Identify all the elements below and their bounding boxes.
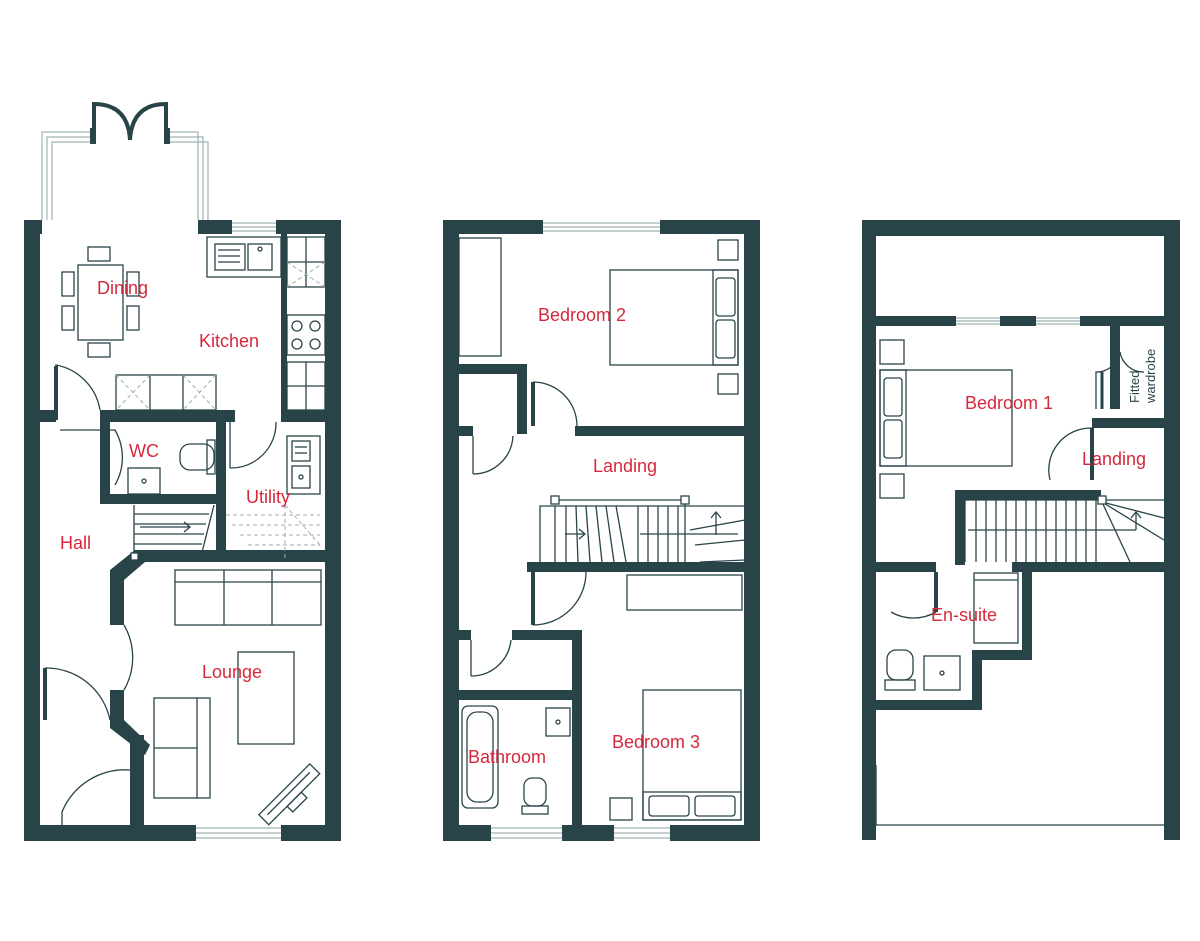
first-wall-left xyxy=(443,220,459,840)
first-wall-bottom-left xyxy=(443,825,491,841)
second-wall-bed1-top-mid xyxy=(1000,316,1036,326)
dining-bay-window xyxy=(41,128,209,220)
ground-floor-plan: Dining Kitchen WC Utility Hall Lounge xyxy=(24,101,341,841)
ground-bottom-window xyxy=(196,827,281,839)
second-wall-top xyxy=(862,220,1180,236)
room-label-utility: Utility xyxy=(246,487,290,507)
room-label-bathroom: Bathroom xyxy=(468,747,546,767)
wall-wardrobe-left xyxy=(1110,326,1120,409)
ground-wall-left xyxy=(24,220,40,840)
bedroom2-furniture xyxy=(458,237,739,395)
first-wall-bottom-mid xyxy=(562,825,614,841)
wall-wardrobe-bottom xyxy=(1092,418,1164,428)
second-wall-right xyxy=(1164,220,1180,840)
room-label-bedroom-1: Bedroom 1 xyxy=(965,393,1053,413)
second-wall-left xyxy=(862,220,876,840)
wall-ensuite-top xyxy=(1012,562,1164,572)
ground-wall-top-right xyxy=(276,220,341,234)
wall-wc-right xyxy=(216,410,226,560)
second-stairs xyxy=(964,495,1165,563)
first-stairs xyxy=(539,495,746,563)
second-windows xyxy=(956,317,1080,325)
first-windows xyxy=(491,222,670,839)
room-label-dining: Dining xyxy=(97,278,148,298)
wall-cupboard-bottom xyxy=(459,426,473,436)
ground-doors xyxy=(43,364,277,825)
kitchen-worktop-divider xyxy=(281,230,287,410)
wall-hall-right xyxy=(130,735,144,840)
wall-wc-left xyxy=(100,410,110,495)
utility-units xyxy=(286,435,321,495)
room-label-bedroom-3: Bedroom 3 xyxy=(612,732,700,752)
room-label-wc: WC xyxy=(129,441,159,461)
wall-wc-bottom xyxy=(100,494,226,504)
wall-bed2-bottom-left xyxy=(459,364,527,374)
ground-wall-top-left xyxy=(24,220,42,234)
bedroom3-furniture xyxy=(609,574,743,821)
first-floor-plan: Bedroom 2 Landing Bathroom Bedroom 3 xyxy=(443,220,760,841)
kitchen-units xyxy=(115,236,326,411)
room-label-lounge: Lounge xyxy=(202,662,262,682)
ground-wall-right xyxy=(325,220,341,840)
fitted-wardrobe-label-line2: wardrobe xyxy=(1143,349,1158,404)
wall-stairs-left xyxy=(955,490,965,565)
bathroom-fixtures xyxy=(461,705,571,815)
room-label-kitchen: Kitchen xyxy=(199,331,259,351)
wall-bath-right xyxy=(572,630,582,825)
first-wall-right xyxy=(744,220,760,840)
wall-lounge-top xyxy=(135,550,335,562)
first-wall-top-left xyxy=(443,220,543,234)
second-doors xyxy=(890,351,1145,619)
wall-bath-top-left xyxy=(459,630,471,640)
ensuite-fixtures xyxy=(884,572,1019,691)
room-label-landing-first: Landing xyxy=(593,456,657,476)
ground-stairs xyxy=(130,504,321,561)
second-floor-plan: Bedroom 1 Landing En-suite Fitted wardro… xyxy=(862,220,1180,840)
bedroom1-furniture xyxy=(879,339,1013,499)
wall-kitchen-bottom xyxy=(100,410,235,422)
first-wall-bottom-right xyxy=(670,825,760,841)
fitted-wardrobe-label-line1: Fitted xyxy=(1127,370,1142,403)
second-wall-bed1-top-right xyxy=(1080,316,1164,326)
kitchen-window xyxy=(232,222,276,232)
wc-fixtures xyxy=(127,439,216,495)
wall-bath-top xyxy=(512,630,582,640)
wall-landing-bottom xyxy=(527,562,744,572)
wall-bath-cupboard xyxy=(459,690,572,700)
wall-lounge-angle xyxy=(110,550,145,625)
room-label-hall: Hall xyxy=(60,533,91,553)
wall-cupboard-right xyxy=(517,364,527,434)
room-label-landing-second: Landing xyxy=(1082,449,1146,469)
wall-hall-top xyxy=(40,410,56,422)
dining-table xyxy=(61,246,140,358)
wall-bed2-bottom xyxy=(575,426,744,436)
room-label-bedroom-2: Bedroom 2 xyxy=(538,305,626,325)
wall-stairs-top xyxy=(955,490,1101,500)
first-doors xyxy=(470,381,587,677)
ground-wall-bottom-left xyxy=(24,825,196,841)
second-wall-left-low xyxy=(862,765,876,840)
french-doors xyxy=(92,101,168,141)
room-label-ensuite: En-suite xyxy=(931,605,997,625)
first-wall-top-right xyxy=(660,220,760,234)
wall-kitchen-utility xyxy=(281,410,325,422)
second-wall-bed1-top-left xyxy=(876,316,956,326)
ground-wall-bottom-right xyxy=(281,825,341,841)
ground-wall-top-mid xyxy=(198,220,232,234)
wall-ensuite-top-left xyxy=(876,562,936,572)
lounge-furniture xyxy=(153,569,322,826)
